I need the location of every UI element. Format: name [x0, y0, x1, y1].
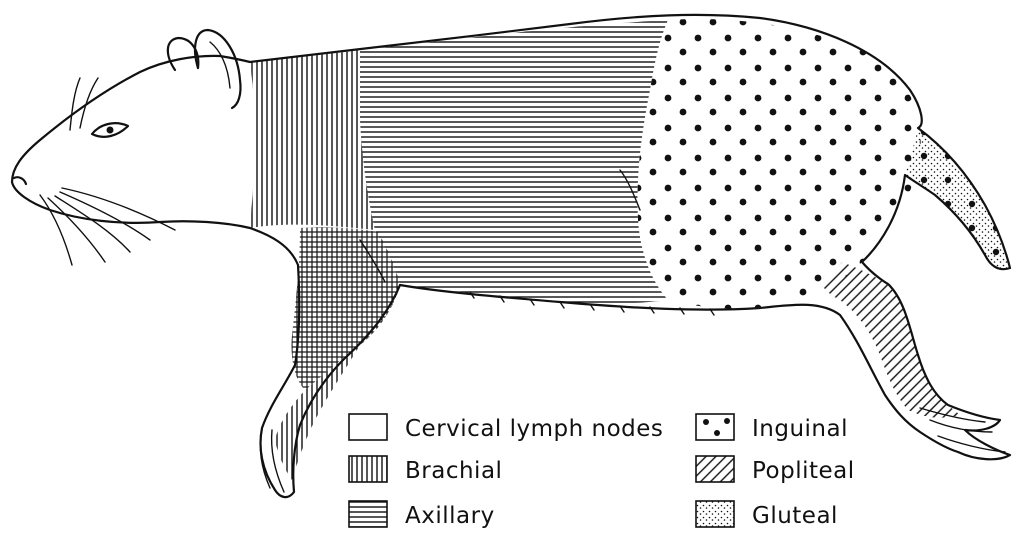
legend-item-popliteal: Popliteal — [696, 456, 855, 484]
swatch-fine-stipple — [696, 501, 734, 527]
ear-front — [195, 30, 240, 108]
nose — [14, 177, 26, 184]
axillary-region — [360, 20, 668, 304]
legend-label: Cervical lymph nodes — [405, 416, 663, 442]
popliteal-region — [822, 262, 960, 418]
legend-item-axillary: Axillary — [349, 501, 495, 529]
inguinal-region — [638, 19, 921, 309]
legend-label: Axillary — [405, 503, 495, 529]
legend-label: Gluteal — [752, 503, 838, 529]
pupil — [107, 127, 114, 134]
ear-inner — [210, 42, 230, 88]
swatch-vertical-lines — [349, 456, 387, 482]
legend-item-brachial: Brachial — [349, 456, 502, 484]
legend-label: Inguinal — [752, 416, 848, 442]
legend-label: Popliteal — [752, 458, 855, 484]
legend: Cervical lymph nodes Brachial Axillary I… — [349, 414, 855, 529]
ear-back — [168, 38, 198, 70]
legend-label: Brachial — [405, 458, 502, 484]
gluteal-region — [905, 128, 1010, 269]
legend-item-cervical: Cervical lymph nodes — [349, 414, 663, 442]
legend-item-gluteal: Gluteal — [696, 501, 838, 529]
swatch-blank — [349, 414, 387, 440]
swatch-diagonal-lines — [696, 456, 734, 482]
brachial-region — [250, 50, 375, 230]
legend-item-inguinal: Inguinal — [696, 414, 848, 442]
swatch-large-dots — [696, 414, 734, 440]
swatch-horizontal-lines — [349, 501, 387, 527]
whiskers — [40, 78, 175, 265]
